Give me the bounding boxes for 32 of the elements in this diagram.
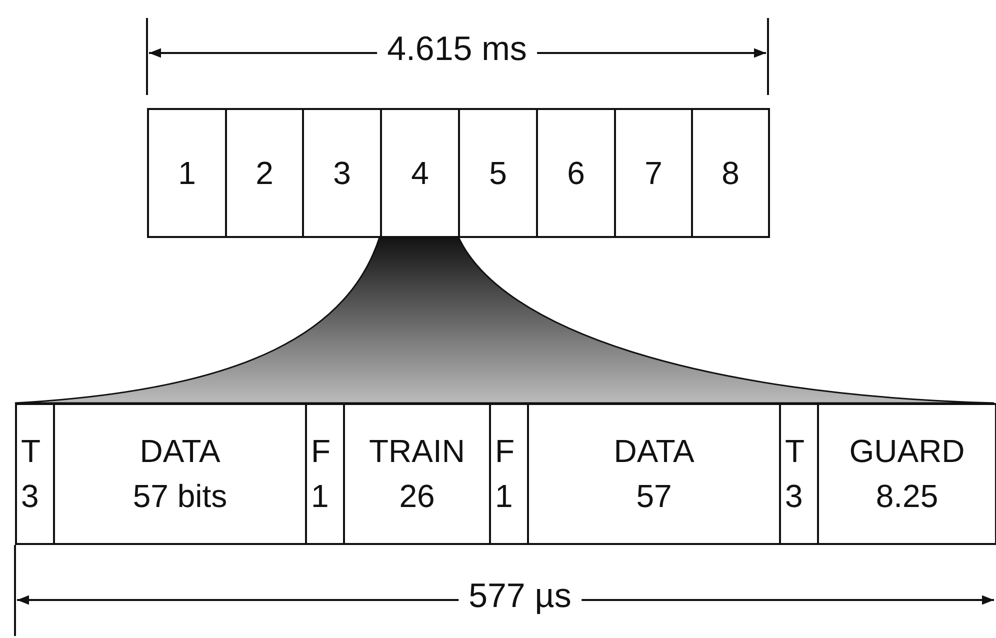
field-label: 8 bbox=[722, 154, 740, 193]
field-label: F 1 bbox=[495, 432, 515, 516]
time-slot-cell bbox=[302, 108, 382, 238]
field-label: DATA 57 bbox=[612, 432, 696, 516]
field-label: 5 bbox=[489, 154, 507, 193]
time-slot-cell bbox=[691, 108, 770, 238]
burst-field-cell bbox=[343, 403, 491, 545]
field-label: 6 bbox=[567, 154, 585, 193]
field-label: 4 bbox=[411, 154, 429, 193]
time-slot-cell bbox=[536, 108, 616, 238]
field-label: T 3 bbox=[21, 432, 41, 516]
burst-field-cell bbox=[15, 403, 55, 545]
burst-field-cell bbox=[53, 403, 307, 545]
burst-field-cell bbox=[527, 403, 781, 545]
time-slot-cell bbox=[614, 108, 693, 238]
time-slot-cell bbox=[458, 108, 538, 238]
field-label: GUARD 8.25 bbox=[848, 432, 966, 516]
time-slot-cell bbox=[380, 108, 460, 238]
field-label: 1 bbox=[178, 154, 196, 193]
burst-field-cell bbox=[305, 403, 345, 545]
field-label: 7 bbox=[644, 154, 662, 193]
time-slot-cell bbox=[147, 108, 227, 238]
field-label: F 1 bbox=[311, 432, 331, 516]
field-label: 2 bbox=[256, 154, 274, 193]
time-slot-cell bbox=[225, 108, 304, 238]
field-label: DATA 57 bits bbox=[132, 432, 228, 516]
field-label: TRAIN 26 bbox=[368, 432, 466, 516]
field-label: 3 bbox=[333, 154, 351, 193]
field-label: T 3 bbox=[785, 432, 805, 516]
burst-field-cell bbox=[489, 403, 529, 545]
burst-field-cell bbox=[817, 403, 996, 545]
burst-field-cell bbox=[779, 403, 819, 545]
